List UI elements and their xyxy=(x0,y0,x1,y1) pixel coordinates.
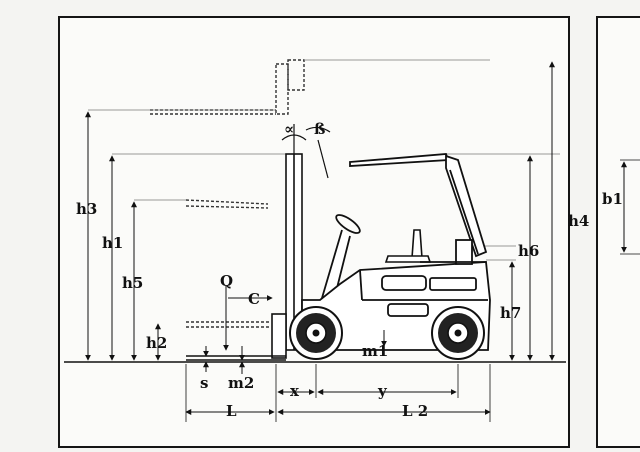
vertical-dimensions xyxy=(85,61,555,374)
label-alpha: ∝ xyxy=(284,120,294,138)
label-x: x xyxy=(290,382,300,400)
raised-mast-outline xyxy=(150,59,305,328)
label-m1: m1 xyxy=(362,342,388,360)
side-panel-dimension xyxy=(620,159,640,255)
label-b1: b1 xyxy=(602,190,623,208)
label-h5: h5 xyxy=(122,274,143,292)
label-m2: m2 xyxy=(228,374,254,392)
horizontal-dimensions xyxy=(185,295,491,422)
label-y: y xyxy=(377,382,388,400)
label-c: C xyxy=(248,290,260,308)
tilt-angle-marks xyxy=(281,124,331,179)
side-view-panel xyxy=(58,16,570,448)
label-h4: h4 xyxy=(568,212,589,230)
label-h3: h3 xyxy=(76,200,97,218)
label-q: Q xyxy=(220,272,233,290)
forks xyxy=(186,313,287,361)
rear-wheel xyxy=(431,306,485,360)
label-h7: h7 xyxy=(500,304,521,322)
overhead-guard xyxy=(349,153,488,258)
label-h6: h6 xyxy=(518,242,539,260)
label-h1: h1 xyxy=(102,234,123,252)
front-view-panel xyxy=(596,16,640,448)
height-reference-lines xyxy=(88,59,560,261)
label-l: L xyxy=(226,402,237,420)
label-l2: L 2 xyxy=(402,402,428,420)
label-s: s xyxy=(200,374,208,392)
operator-seat xyxy=(384,229,432,263)
label-h2: h2 xyxy=(146,334,167,352)
label-beta: ß xyxy=(314,120,325,138)
front-wheel xyxy=(289,306,343,360)
